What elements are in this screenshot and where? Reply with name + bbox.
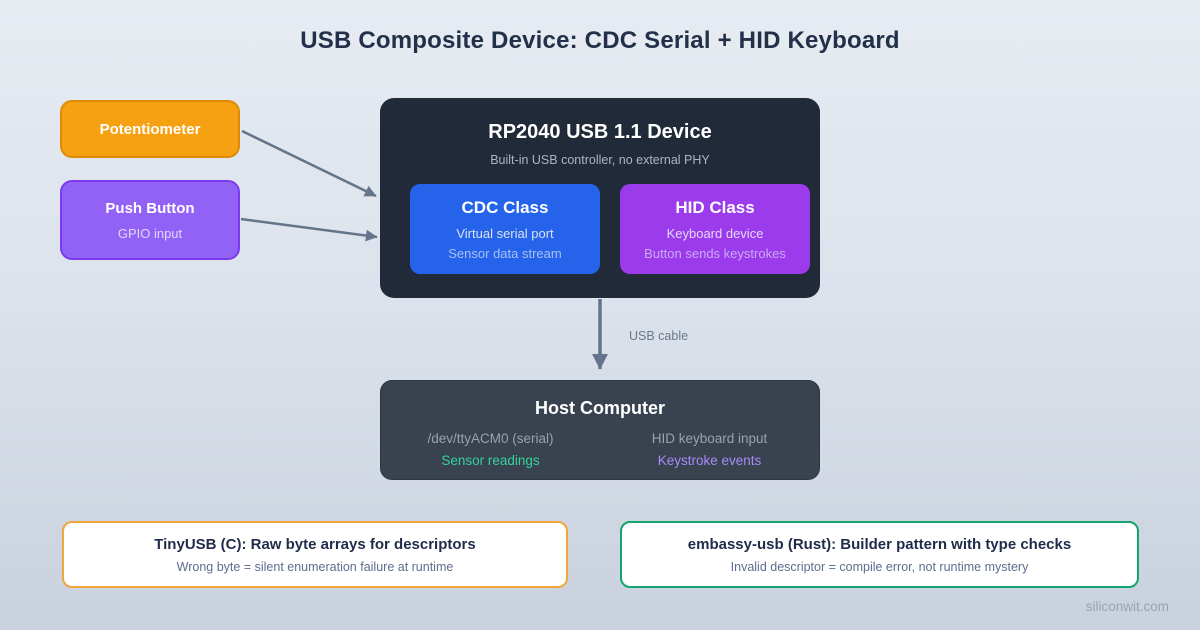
embassy-note-title: embassy-usb (Rust): Builder pattern with… — [687, 536, 1072, 553]
node-cdc-class: CDC Class Virtual serial port Sensor dat… — [410, 184, 600, 274]
hid-class-line2: Button sends keystrokes — [644, 246, 786, 261]
push-button-to-device-arrow — [240, 217, 378, 242]
host-serial-column: /dev/ttyACM0 (serial) Sensor readings — [381, 431, 600, 468]
cdc-class-title: CDC Class — [461, 198, 549, 217]
cdc-class-line2: Sensor data stream — [448, 246, 562, 261]
usb-cable-label: USB cable — [629, 329, 689, 343]
host-columns: /dev/ttyACM0 (serial) Sensor readings HI… — [381, 431, 819, 468]
hid-class-line1: Keyboard device — [666, 226, 764, 241]
tinyusb-note-subtitle: Wrong byte = silent enumeration failure … — [176, 560, 454, 574]
cdc-class-line1: Virtual serial port — [456, 226, 554, 241]
host-computer-title: Host Computer — [535, 398, 665, 418]
node-host-computer: Host Computer /dev/ttyACM0 (serial) Sens… — [380, 380, 820, 480]
node-push-button: Push Button GPIO input — [60, 180, 240, 260]
node-hid-class: HID Class Keyboard device Button sends k… — [620, 184, 810, 274]
rp2040-title: RP2040 USB 1.1 Device — [488, 121, 712, 143]
watermark: siliconwit.com — [1085, 599, 1169, 614]
keystroke-events-label: Keystroke events — [657, 453, 762, 468]
hid-class-title: HID Class — [675, 198, 755, 217]
sensor-readings-label: Sensor readings — [441, 453, 540, 468]
push-button-sublabel: GPIO input — [117, 225, 183, 241]
hid-keyboard-input-label: HID keyboard input — [651, 431, 768, 446]
note-tinyusb: TinyUSB (C): Raw byte arrays for descrip… — [62, 521, 568, 588]
note-embassy-usb: embassy-usb (Rust): Builder pattern with… — [620, 521, 1139, 588]
page-title: USB Composite Device: CDC Serial + HID K… — [300, 27, 900, 54]
serial-port-label: /dev/ttyACM0 (serial) — [427, 431, 554, 446]
tinyusb-note-title: TinyUSB (C): Raw byte arrays for descrip… — [154, 536, 476, 553]
potentiometer-to-device-arrow — [241, 129, 377, 198]
node-potentiometer: Potentiometer — [60, 100, 240, 158]
node-rp2040-device: RP2040 USB 1.1 Device Built-in USB contr… — [380, 98, 820, 298]
embassy-note-subtitle: Invalid descriptor = compile error, not … — [730, 560, 1029, 574]
rp2040-subtitle: Built-in USB controller, no external PHY — [490, 153, 710, 167]
push-button-label: Push Button — [105, 199, 195, 217]
potentiometer-label: Potentiometer — [99, 120, 201, 138]
host-keyboard-column: HID keyboard input Keystroke events — [600, 431, 819, 468]
